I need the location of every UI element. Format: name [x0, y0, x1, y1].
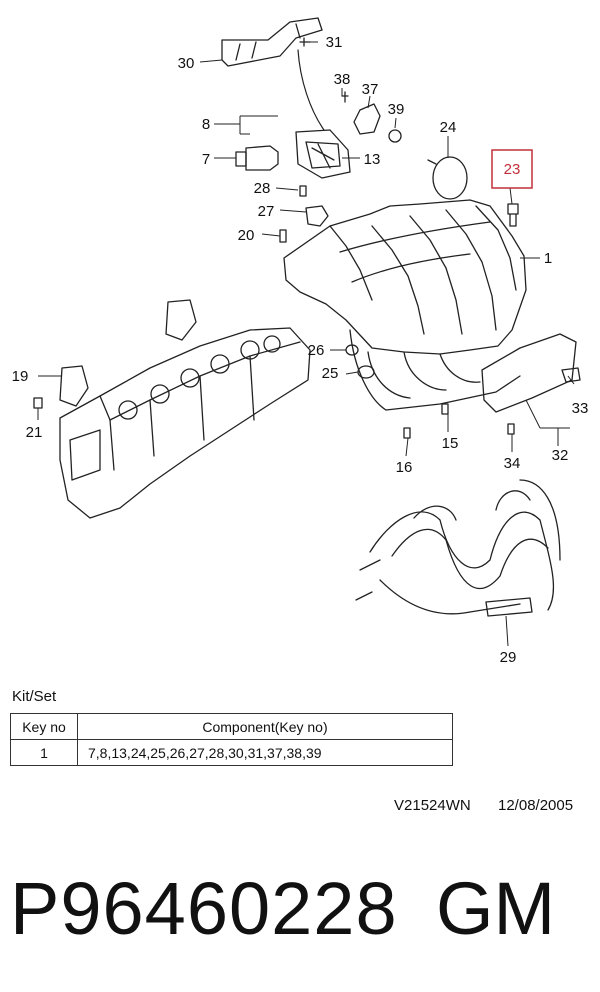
callout-31: 31: [326, 34, 343, 51]
callout-30: 30: [178, 55, 195, 72]
callout-23: 23: [504, 161, 521, 178]
callout-13: 13: [364, 151, 381, 168]
part-number: P96460228: [10, 867, 398, 950]
callout-38: 38: [334, 71, 351, 88]
callout-15: 15: [442, 435, 459, 452]
callout-26: 26: [308, 342, 325, 359]
table-row: 1 7,8,13,24,25,26,27,28,30,31,37,38,39: [10, 739, 453, 766]
brand-name: GM: [436, 867, 556, 950]
callout-21: 21: [26, 424, 43, 441]
callout-37: 37: [362, 81, 379, 98]
callout-33: 33: [572, 400, 589, 417]
kit-title: Kit/Set: [12, 688, 57, 705]
gasket-part: [432, 156, 468, 200]
callout-32: 32: [552, 447, 569, 464]
idle-actuator-part: [235, 145, 279, 171]
callout-28: 28: [254, 180, 271, 197]
callout-19: 19: [12, 368, 29, 385]
callout-20: 20: [238, 227, 255, 244]
kit-table: Key no Component(Key no) 1 7,8,13,24,25,…: [10, 713, 453, 766]
kit-header-key: Key no: [10, 713, 78, 740]
callout-7: 7: [202, 151, 210, 168]
callout-25: 25: [322, 365, 339, 382]
drawing-date: 12/08/2005: [498, 797, 574, 814]
callout-1: 1: [544, 250, 552, 267]
callout-16: 16: [396, 459, 413, 476]
callout-27: 27: [258, 203, 275, 220]
callout-29: 29: [500, 649, 517, 666]
callout-8: 8: [202, 116, 210, 133]
callout-34: 34: [504, 455, 521, 472]
bracket-part: [221, 17, 323, 67]
highlight-box: [491, 149, 533, 189]
kit-row-key: 1: [10, 739, 78, 766]
wiring-harness-part: [355, 479, 561, 617]
kit-header-component: Component(Key no): [77, 713, 453, 740]
intake-manifold-part: [283, 199, 527, 411]
drawing-reference: V21524WN: [394, 797, 471, 814]
kit-row-component: 7,8,13,24,25,26,27,28,30,31,37,38,39: [77, 739, 453, 766]
callout-39: 39: [388, 101, 405, 118]
cylinder-head-part: [59, 327, 311, 519]
throttle-body-part: [295, 129, 351, 179]
callout-24: 24: [440, 119, 457, 136]
kit-table-header-row: Key no Component(Key no): [10, 713, 453, 740]
